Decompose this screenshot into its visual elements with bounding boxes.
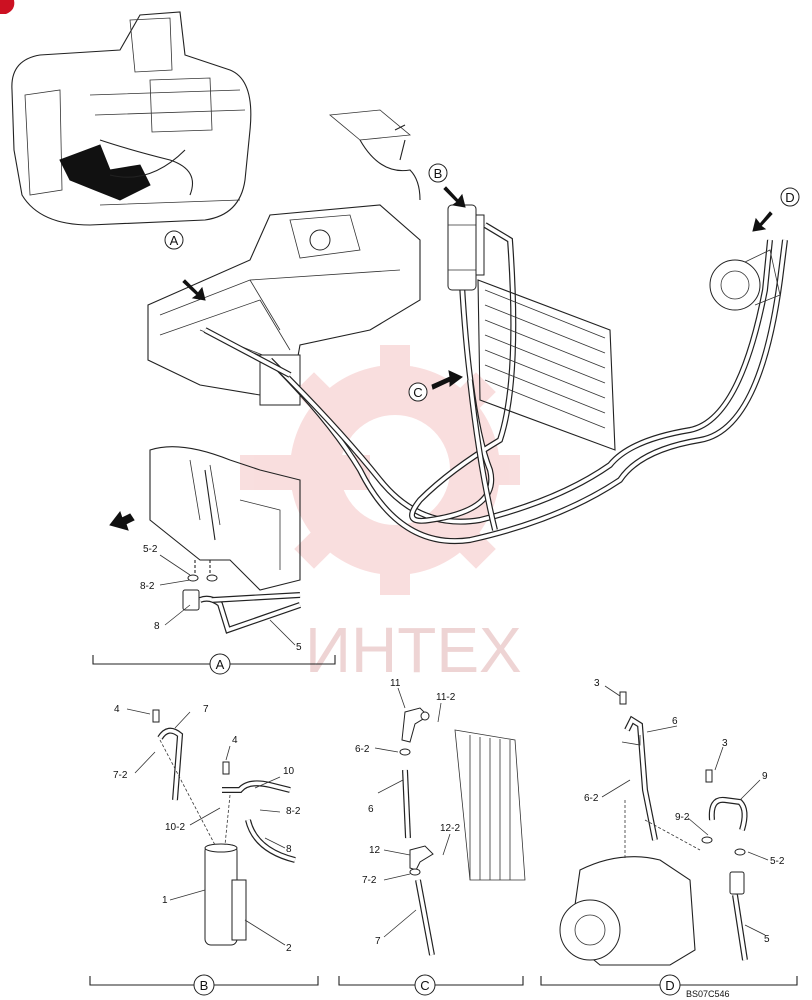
label-10-2: 10-2 <box>165 822 185 833</box>
callout-c-arrow-icon <box>431 370 463 390</box>
label-11-2: 11-2 <box>436 692 456 703</box>
callout-a-arrow-icon <box>182 279 206 301</box>
label-4-mid: 4 <box>232 735 238 746</box>
label-11: 11 <box>390 678 401 689</box>
label-1: 1 <box>162 895 168 906</box>
section-b-marker-icon <box>193 974 215 996</box>
detail-c: 11 11-2 6-2 6 12-2 12 7-2 7 C <box>338 678 526 996</box>
watermark: ИНТЕХ <box>240 345 522 686</box>
callout-b: B <box>428 163 448 183</box>
label-8-b: 8 <box>286 844 292 855</box>
highlight-area-icon <box>59 144 151 201</box>
callout-a-label: A <box>170 233 179 248</box>
callout-d-label: D <box>785 190 794 205</box>
label-8-2-b: 8-2 <box>286 806 301 817</box>
label-7: 7 <box>203 704 209 715</box>
watermark-gear-icon <box>240 345 520 595</box>
label-5-2-d: 5-2 <box>770 856 785 867</box>
detail-d: 3 6 3 9 6-2 9-2 5-2 5 D <box>540 678 798 996</box>
label-6-d: 6 <box>672 716 678 727</box>
watermark-text: ИНТЕХ <box>305 614 522 686</box>
label-6: 6 <box>368 804 374 815</box>
section-d-label: D <box>665 978 674 993</box>
label-6-2: 6-2 <box>355 744 370 755</box>
section-c-marker-icon <box>414 974 436 996</box>
label-3-top: 3 <box>594 678 600 689</box>
compressor-top <box>709 249 781 311</box>
callout-d: D <box>780 187 800 207</box>
label-9: 9 <box>762 771 768 782</box>
callout-b-arrow-icon <box>443 186 466 208</box>
label-7-2-c: 7-2 <box>362 875 377 886</box>
label-5-d: 5 <box>764 934 770 945</box>
label-7-2: 7-2 <box>113 770 128 781</box>
main-hose-routing <box>203 222 788 545</box>
label-12-2: 12-2 <box>440 823 460 834</box>
receiver-dryer-top <box>447 204 485 291</box>
corner-mark-icon <box>0 0 15 14</box>
label-3-mid: 3 <box>722 738 728 749</box>
cooling-unit-drawing <box>147 109 421 406</box>
label-12: 12 <box>369 845 381 856</box>
label-2: 2 <box>286 943 292 954</box>
engine-area-drawing <box>149 446 301 591</box>
label-8-2: 8-2 <box>140 581 155 592</box>
compressor-pulley-icon <box>559 899 621 961</box>
callout-c-label: C <box>413 385 422 400</box>
callout-c: C <box>408 382 428 402</box>
callout-d-arrow-icon <box>752 211 773 232</box>
label-7-c: 7 <box>375 936 381 947</box>
label-5: 5 <box>296 642 302 653</box>
section-c-label: C <box>420 978 429 993</box>
label-8: 8 <box>154 621 160 632</box>
label-5-2: 5-2 <box>143 544 158 555</box>
front-direction-arrow-icon <box>109 510 135 531</box>
section-b-label: B <box>200 978 209 993</box>
label-9-2: 9-2 <box>675 812 690 823</box>
condenser-drawing <box>477 279 616 451</box>
callout-b-label: B <box>434 166 443 181</box>
section-a-label: A <box>216 657 225 672</box>
section-d-marker-icon <box>659 974 681 996</box>
detail-a: 5-2 8-2 8 5 A <box>92 544 336 675</box>
excavator-cab-drawing <box>11 11 252 226</box>
callout-a: A <box>164 230 184 250</box>
label-6-2-d: 6-2 <box>584 793 599 804</box>
label-4-top: 4 <box>114 704 120 715</box>
detail-b: 4 7 7-2 4 10 8-2 10-2 8 1 2 B <box>89 704 319 996</box>
drawing-code: BS07C546 <box>686 989 730 999</box>
label-10: 10 <box>283 766 295 777</box>
section-a-marker-icon <box>209 653 231 675</box>
